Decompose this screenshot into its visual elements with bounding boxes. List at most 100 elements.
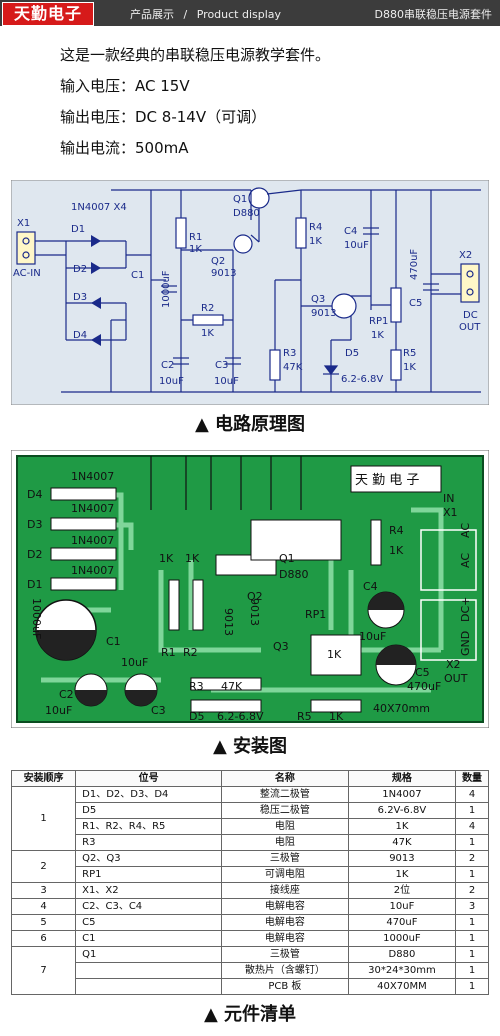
pcb-d4-part: 1N4007: [71, 470, 114, 483]
bom-spec-cell: 40X70MM: [347, 978, 457, 995]
bom-ref-cell: C5: [75, 914, 223, 931]
nav-product-display-link[interactable]: Product display: [196, 8, 282, 21]
bom-header-cell: 安装顺序: [10, 770, 77, 787]
breadcrumb: 产品展示 / Product display: [130, 6, 287, 22]
c2-label: C2: [161, 360, 174, 371]
input-voltage-spec: 输入电压：AC 15V: [60, 77, 190, 95]
pcb-heatsink: [250, 519, 342, 561]
bom-spec-cell: 30*24*30mm: [347, 962, 457, 979]
bom-ref-cell: X1、X2: [75, 882, 223, 899]
c4-label: C4: [344, 226, 357, 237]
product-intro: 这是一款经典的串联稳压电源教学套件。 输入电压：AC 15V 输出电压：DC 8…: [60, 40, 330, 164]
pcb-gnd-label: GND: [459, 631, 472, 656]
bom-qty-cell: 1: [455, 946, 489, 963]
pcb-r1-label: R1: [161, 646, 176, 659]
bom-qty-cell: 1: [455, 834, 489, 851]
pcb-ac-label-1: AC: [459, 553, 472, 568]
bom-name-cell: 稳压二极管: [221, 802, 349, 819]
bom-spec-cell: 470uF: [347, 914, 457, 931]
pcb-q1-label: Q1: [279, 552, 295, 565]
bom-ref-cell: [75, 978, 223, 995]
bom-qty-cell: 1: [455, 930, 489, 947]
bom-name-cell: 电解电容: [221, 930, 349, 947]
bom-header-cell: 名称: [221, 770, 349, 787]
bom-qty-cell: 2: [455, 850, 489, 867]
pcb-x1-label: X1: [443, 506, 458, 519]
d5-label: D5: [345, 348, 359, 359]
bom-name-cell: 三极管: [221, 850, 349, 867]
c5-label: C5: [409, 298, 422, 309]
rp1-value: 1K: [371, 330, 384, 341]
schematic-caption: ▲ 电路原理图: [194, 414, 306, 435]
bom-ref-cell: R3: [75, 834, 223, 851]
bom-spec-cell: 1000uF: [347, 930, 457, 947]
pcb-d3-label: D3: [27, 518, 42, 531]
pcb-q2-value: 9013: [222, 608, 235, 636]
d3-diode-symbol: [91, 297, 101, 309]
install-caption: ▲ 安装图: [212, 736, 288, 757]
bom-order-cell: 4: [10, 898, 77, 915]
q3-label: Q3: [311, 294, 325, 305]
d4-diode-symbol: [91, 334, 101, 346]
pcb-d3-part: 1N4007: [71, 502, 114, 515]
q3-value: 9013: [311, 308, 336, 319]
bom-qty-cell: 3: [455, 898, 489, 915]
bom-spec-cell: 6.2V-6.8V: [347, 802, 457, 819]
dc-label: DC: [463, 310, 478, 321]
bom-ref-cell: C2、C3、C4: [75, 898, 223, 915]
pcb-x2-terminal: [420, 599, 477, 661]
pcb-d3-body: [50, 517, 117, 531]
bom-spec-cell: 2位: [347, 882, 457, 899]
pcb-dcplus-label: DC+: [459, 597, 472, 622]
pcb-r2-value: 1K: [185, 552, 200, 565]
q2-label: Q2: [211, 256, 225, 267]
bom-qty-cell: 4: [455, 818, 489, 835]
pcb-d5-body: [190, 699, 262, 713]
pcb-r5-value: 1K: [329, 710, 344, 723]
bom-qty-cell: 1: [455, 914, 489, 931]
pcb-d2-body: [50, 547, 117, 561]
bom-ref-cell: D5: [75, 802, 223, 819]
pcb-c2-stripe: [75, 690, 107, 706]
r3-label: R3: [283, 348, 296, 359]
pcb-d2-label: D2: [27, 548, 42, 561]
nav-product-link[interactable]: 产品展示: [130, 8, 174, 21]
pcb-c5-label: C5: [415, 666, 430, 679]
bom-ref-cell: Q2、Q3: [75, 850, 223, 867]
pcb-d4-label: D4: [27, 488, 42, 501]
pcb-c4-stripe: [368, 592, 404, 610]
pcb-q2-label: Q2: [247, 590, 263, 603]
bom-header-cell: 数量: [455, 770, 489, 787]
bom-name-cell: 电阻: [221, 818, 349, 835]
pcb-rp1-value: 1K: [327, 648, 342, 661]
pcb-size-label: 40X70mm: [373, 702, 430, 715]
pcb-r2-label: R2: [183, 646, 198, 659]
pcb-in-label: IN: [443, 492, 454, 505]
pcb-q1-value: D880: [279, 568, 308, 581]
output-current-spec: 输出电流：500mA: [60, 139, 189, 157]
c4-value: 10uF: [344, 240, 369, 251]
pcb-d1-body: [50, 577, 117, 591]
pcb-q3-label: Q3: [273, 640, 289, 653]
pcb-r5-label: R5: [297, 710, 312, 723]
r4-value: 1K: [309, 236, 322, 247]
d4-label: D4: [73, 330, 87, 341]
pcb-rp1-label: RP1: [305, 608, 326, 621]
d1-label: D1: [71, 224, 85, 235]
bom-ref-cell: C1: [75, 930, 223, 947]
pcb-d1-part: 1N4007: [71, 564, 114, 577]
bom-qty-cell: 1: [455, 802, 489, 819]
bom-ref-cell: D1、D2、D3、D4: [75, 786, 223, 803]
bom-qty-cell: 1: [455, 978, 489, 995]
pcb-c5-stripe: [376, 645, 416, 665]
brand-logo[interactable]: 天勤电子: [2, 2, 94, 26]
bom-spec-cell: 1N4007: [347, 786, 457, 803]
bom-name-cell: 可调电阻: [221, 866, 349, 883]
d2-diode-symbol: [91, 262, 101, 274]
